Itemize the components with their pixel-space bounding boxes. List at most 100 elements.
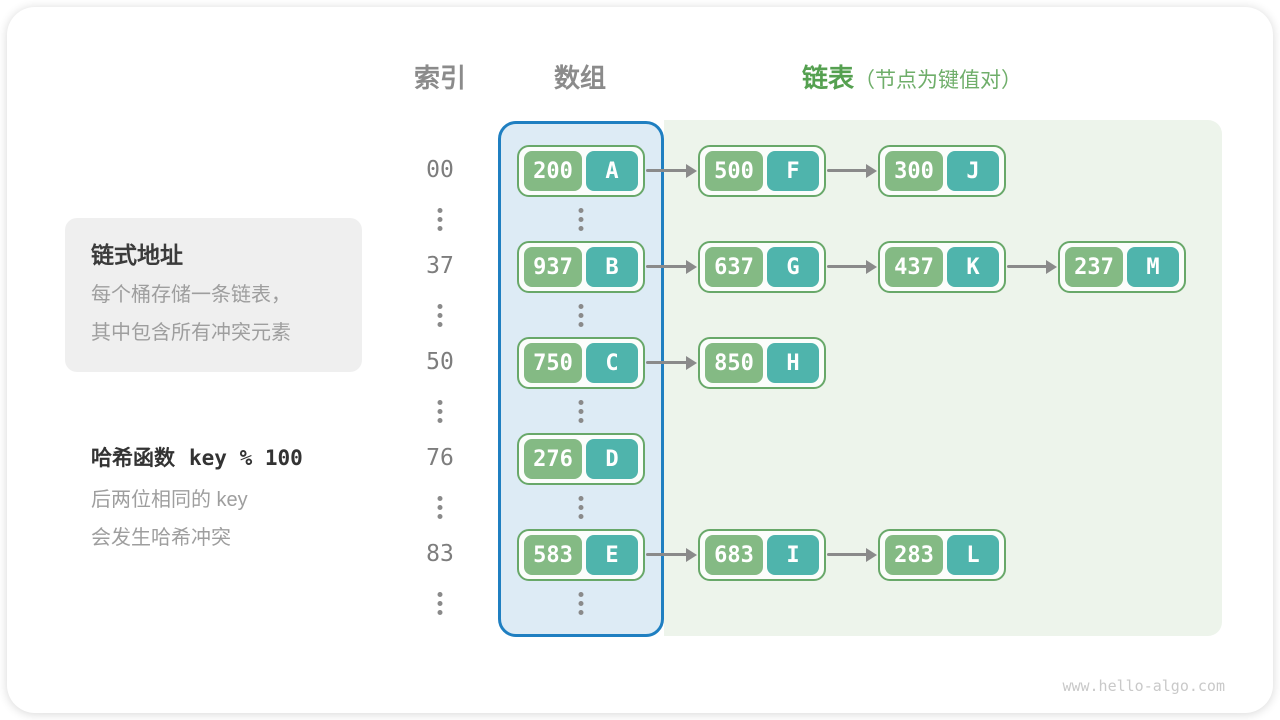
ellipsis-dot	[437, 400, 443, 405]
next-pointer-arrow	[827, 260, 877, 274]
index-ellipsis	[437, 592, 443, 615]
ellipsis-dot	[437, 592, 443, 597]
array-ellipsis	[578, 208, 584, 231]
hash-function-label: 哈希函数	[91, 447, 175, 470]
column-header-list-group: 链表 （节点为键值对）	[802, 63, 1022, 93]
node-value: C	[586, 343, 638, 383]
ellipsis-dot	[437, 409, 443, 414]
arrow-line	[1007, 265, 1049, 268]
index-ellipsis	[437, 496, 443, 519]
node-value: I	[767, 535, 819, 575]
hash-function-code: key % 100	[189, 446, 303, 470]
arrow-head	[686, 260, 697, 274]
next-pointer-arrow	[646, 548, 697, 562]
ellipsis-dot	[578, 505, 584, 510]
arrow-line	[827, 553, 869, 556]
node-key: 300	[885, 151, 944, 191]
ellipsis-dot	[437, 304, 443, 309]
row-index-label: 83	[426, 541, 454, 567]
array-ellipsis	[578, 400, 584, 423]
arrow-head	[686, 356, 697, 370]
ellipsis-dot	[437, 208, 443, 213]
next-pointer-arrow	[646, 164, 697, 178]
node-key: 850	[705, 343, 764, 383]
ellipsis-dot	[578, 592, 584, 597]
ellipsis-dot	[437, 601, 443, 606]
next-pointer-arrow	[827, 164, 877, 178]
ellipsis-dot	[437, 418, 443, 423]
node-value: D	[586, 439, 638, 479]
chaining-info-text: 每个桶存储一条链表， 其中包含所有冲突元素	[91, 284, 291, 344]
ellipsis-dot	[578, 226, 584, 231]
next-pointer-arrow	[827, 548, 877, 562]
node-value: M	[1127, 247, 1179, 287]
index-ellipsis	[437, 400, 443, 423]
array-ellipsis	[578, 304, 584, 327]
node-value: K	[947, 247, 999, 287]
column-header-index: 索引	[413, 63, 467, 93]
node-value: L	[947, 535, 999, 575]
array-ellipsis	[578, 592, 584, 615]
node-key: 437	[885, 247, 944, 287]
next-pointer-arrow	[1007, 260, 1057, 274]
ellipsis-dot	[578, 610, 584, 615]
diagram-card: 索引 数组 链表 （节点为键值对） 链式地址 每个桶存储一条链表， 其中包含所有…	[7, 7, 1273, 713]
chaining-info-box: 链式地址 每个桶存储一条链表， 其中包含所有冲突元素	[65, 218, 362, 372]
node-value: B	[586, 247, 638, 287]
column-header-array: 数组	[553, 63, 607, 93]
ellipsis-dot	[437, 496, 443, 501]
arrow-head	[866, 548, 877, 562]
ellipsis-dot	[578, 208, 584, 213]
arrow-line	[646, 553, 689, 556]
node-key: 937	[524, 247, 583, 287]
next-pointer-arrow	[646, 356, 697, 370]
ellipsis-dot	[578, 322, 584, 327]
row-index-label: 37	[426, 253, 454, 279]
node-key: 276	[524, 439, 583, 479]
arrow-head	[1046, 260, 1057, 274]
ellipsis-dot	[578, 304, 584, 309]
node-key: 200	[524, 151, 583, 191]
node-value: G	[767, 247, 819, 287]
ellipsis-dot	[437, 217, 443, 222]
arrow-line	[646, 169, 689, 172]
hash-function-title: 哈希函数 key % 100	[91, 442, 303, 472]
node-key: 683	[705, 535, 764, 575]
chaining-info-title: 链式地址	[91, 242, 183, 268]
row-index-label: 00	[426, 157, 454, 183]
column-header-list: 链表	[802, 63, 855, 93]
node-key: 237	[1065, 247, 1124, 287]
ellipsis-dot	[578, 313, 584, 318]
node-value: J	[947, 151, 999, 191]
ellipsis-dot	[578, 601, 584, 606]
node-key: 637	[705, 247, 764, 287]
arrow-line	[827, 169, 869, 172]
ellipsis-dot	[578, 418, 584, 423]
index-ellipsis	[437, 304, 443, 327]
ellipsis-dot	[578, 496, 584, 501]
node-key: 500	[705, 151, 764, 191]
array-ellipsis	[578, 496, 584, 519]
node-key: 583	[524, 535, 583, 575]
ellipsis-dot	[578, 400, 584, 405]
arrow-head	[686, 548, 697, 562]
arrow-line	[646, 361, 689, 364]
arrow-line	[646, 265, 689, 268]
arrow-head	[866, 260, 877, 274]
ellipsis-dot	[437, 313, 443, 318]
ellipsis-dot	[437, 226, 443, 231]
hash-conflict-note: 后两位相同的 key 会发生哈希冲突	[91, 489, 248, 549]
ellipsis-dot	[437, 610, 443, 615]
arrow-head	[686, 164, 697, 178]
ellipsis-dot	[578, 514, 584, 519]
row-index-label: 76	[426, 445, 454, 471]
row-index-label: 50	[426, 349, 454, 375]
node-value: F	[767, 151, 819, 191]
node-value: E	[586, 535, 638, 575]
